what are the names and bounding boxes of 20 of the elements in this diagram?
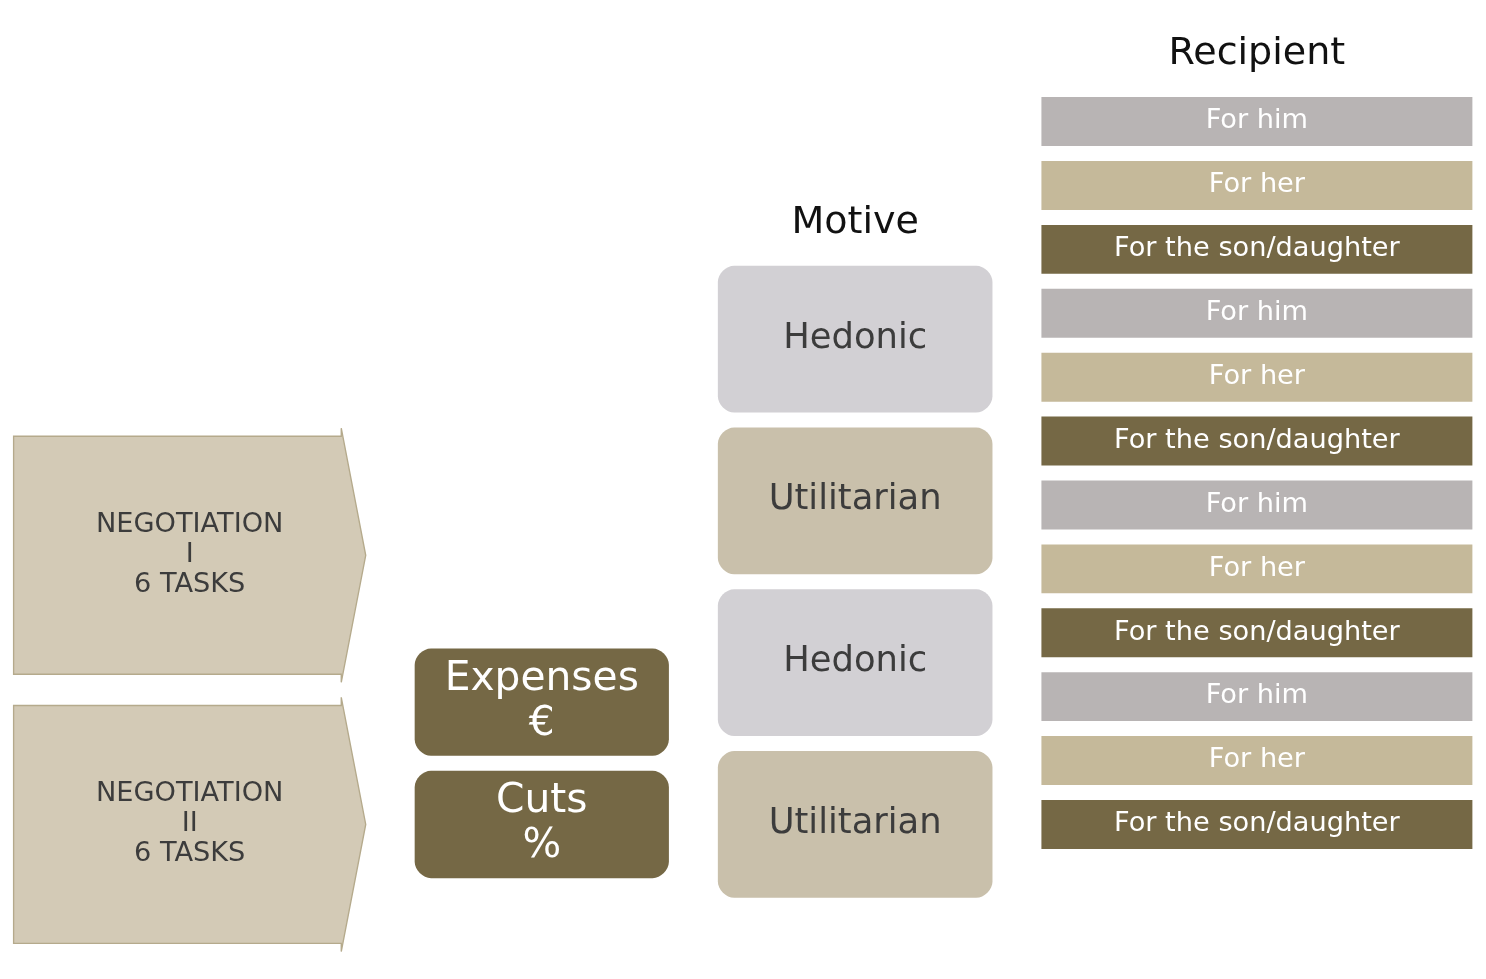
node-box: For her	[1041, 543, 1473, 593]
node-box: For the son/daughter	[1041, 416, 1473, 466]
node-box: Utilitarian	[717, 426, 993, 574]
node-box: For her	[1041, 352, 1473, 402]
node-box: Expenses €	[414, 647, 669, 756]
node-box: For him	[1041, 671, 1473, 721]
node-box: Hedonic	[717, 265, 993, 412]
node-box: For the son/daughter	[1041, 224, 1473, 274]
node-box: For him	[1041, 480, 1473, 529]
node-box: For the son/daughter	[1041, 799, 1473, 849]
node-box: Hedonic	[717, 588, 993, 736]
node-box: For him	[1041, 288, 1473, 338]
node-box: For him	[1041, 96, 1473, 146]
label: Motive	[791, 197, 919, 242]
node-box: Cuts %	[414, 770, 669, 878]
node-box: For her	[1041, 735, 1473, 785]
node-box: For the son/daughter	[1041, 607, 1473, 657]
node-box: Utilitarian	[717, 750, 993, 898]
node-box: For her	[1041, 160, 1473, 210]
label: Recipient	[1168, 28, 1346, 73]
